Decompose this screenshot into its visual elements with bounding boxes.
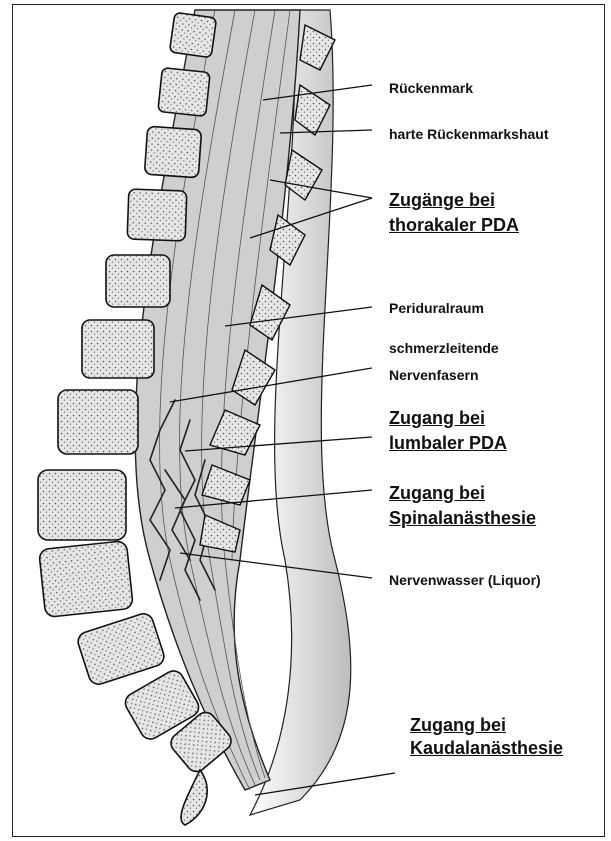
label-harte-rueckenmarkshaut: harte Rückenmarkshaut bbox=[389, 124, 549, 144]
label-kaudal-line1: Zugang bei bbox=[410, 714, 506, 736]
label-kaudal-line2: Kaudalanästhesie bbox=[410, 737, 563, 759]
label-nervenfasern-line1: schmerzleitende bbox=[389, 338, 499, 358]
label-spinal-line2: Spinalanästhesie bbox=[389, 507, 536, 529]
label-liquor: Nervenwasser (Liquor) bbox=[389, 570, 541, 590]
label-spinal-line1: Zugang bei bbox=[389, 482, 485, 504]
label-nervenfasern-line2: Nervenfasern bbox=[389, 365, 479, 385]
label-zugaenge-thorakal-line1: Zugänge bei bbox=[389, 189, 495, 211]
label-lumbal-line2: lumbaler PDA bbox=[389, 432, 507, 454]
label-rueckenmark: Rückenmark bbox=[389, 78, 473, 98]
label-zugaenge-thorakal-line2: thorakaler PDA bbox=[389, 214, 519, 236]
label-lumbal-line1: Zugang bei bbox=[389, 407, 485, 429]
label-periduralraum: Periduralraum bbox=[389, 298, 484, 318]
